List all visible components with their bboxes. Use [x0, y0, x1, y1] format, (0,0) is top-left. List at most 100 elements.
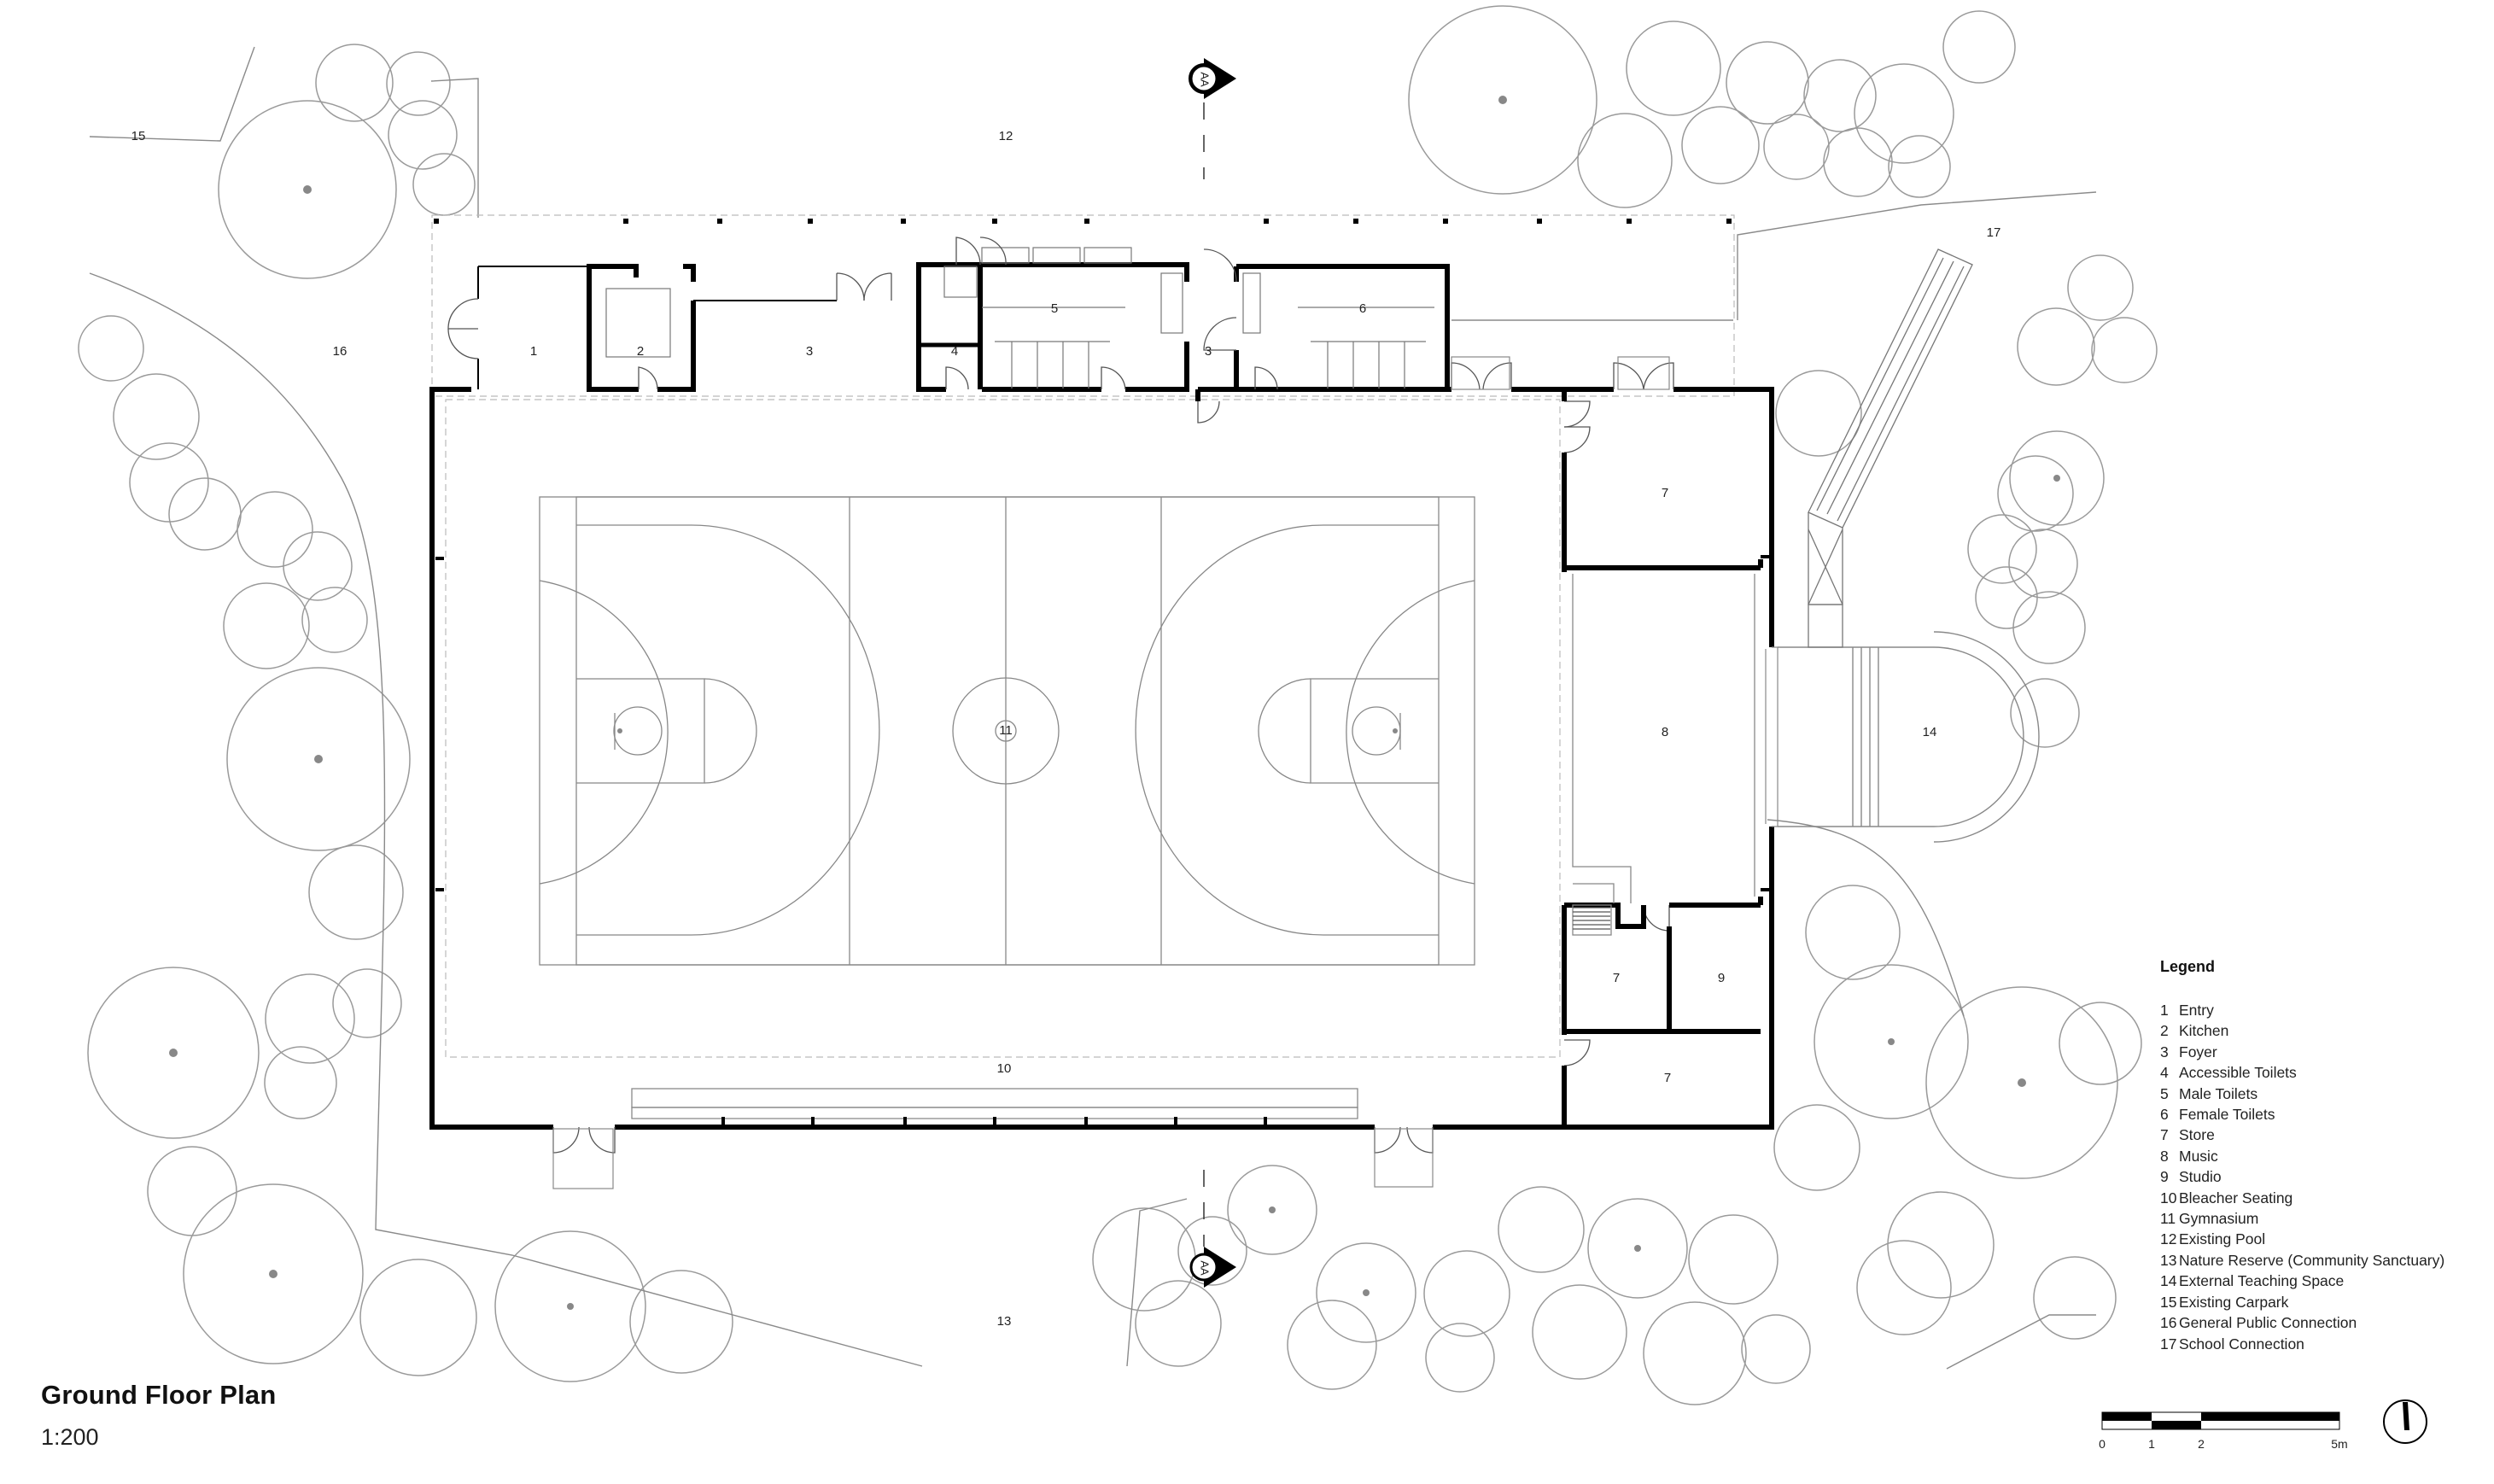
legend-item-number: 5: [2160, 1084, 2169, 1102]
label-foyer-west: 3: [806, 344, 813, 359]
legend-item-label: Music: [2179, 1147, 2218, 1165]
bleacher-seating: [631, 1088, 1358, 1119]
legend-item-number: 11: [2160, 1210, 2176, 1228]
legend-item-number: 10: [2160, 1189, 2177, 1206]
trees: [78, 5, 2158, 1405]
music-room-lines: [1572, 574, 1755, 936]
legend-item-number: 2: [2160, 1022, 2169, 1040]
scale-bar: 0 1 2 5m: [2099, 1411, 2348, 1451]
scale-tick-0: 0: [2099, 1437, 2106, 1451]
legend-item: 1 Entry: [2160, 1000, 2444, 1020]
legend-item-label: Nature Reserve (Community Sanctuary): [2179, 1251, 2445, 1269]
legend-item: 9 Studio: [2160, 1166, 2444, 1187]
label-teaching: 14: [1923, 725, 1937, 739]
north-arrow-icon: [2383, 1399, 2427, 1444]
label-store-mid: 7: [1613, 971, 1620, 985]
legend-item-number: 7: [2160, 1126, 2169, 1144]
legend-item-label: Existing Carpark: [2179, 1293, 2289, 1311]
legend-item: 6 Female Toilets: [2160, 1104, 2444, 1125]
east-rooms: [1562, 389, 1763, 1127]
label-public-connection: 16: [333, 344, 348, 359]
legend-item: 7 Store: [2160, 1125, 2444, 1145]
legend-item-label: Store: [2179, 1126, 2215, 1144]
label-store-south: 7: [1664, 1071, 1671, 1085]
stair-treads: [1573, 907, 1610, 930]
doors: [447, 237, 1674, 1154]
legend-item: 8 Music: [2160, 1146, 2444, 1166]
site-boundaries: [89, 46, 2097, 1370]
door-landings: [552, 356, 1670, 1189]
legend-item-number: 4: [2160, 1064, 2169, 1082]
legend-item-label: Foyer: [2179, 1043, 2217, 1060]
scale-tick-5m: 5m: [2331, 1437, 2347, 1451]
legend-item-number: 8: [2160, 1147, 2169, 1165]
legend-item-number: 13: [2160, 1251, 2177, 1269]
label-school-connection: 17: [1987, 225, 2001, 240]
section-label-south: AA: [1199, 1260, 1212, 1276]
external-teaching-space: [1778, 631, 2040, 843]
legend-item-number: 14: [2160, 1272, 2177, 1290]
legend-item-number: 9: [2160, 1168, 2169, 1186]
legend-item-label: Studio: [2179, 1168, 2222, 1186]
legend-item: 2 Kitchen: [2160, 1020, 2444, 1041]
legend-item-number: 16: [2160, 1314, 2177, 1332]
label-carpark: 15: [131, 129, 146, 143]
court-markings: [539, 496, 1475, 966]
label-entry: 1: [530, 344, 537, 359]
column-ticks: [434, 219, 1769, 1125]
label-reserve: 13: [997, 1314, 1012, 1329]
legend-item-label: Entry: [2179, 1002, 2214, 1019]
legend-item-label: Existing Pool: [2179, 1230, 2266, 1248]
section-label-north: AA: [1199, 72, 1212, 87]
section-marker-south: AA: [1189, 1170, 1236, 1288]
label-male-toilets: 5: [1051, 301, 1058, 316]
section-marker-north: AA: [1189, 58, 1236, 179]
drawing-title: Ground Floor Plan: [41, 1380, 277, 1410]
court-runoff-dashed: [445, 399, 1561, 1058]
legend-item: 3 Foyer: [2160, 1042, 2444, 1062]
label-gymnasium: 11: [999, 723, 1013, 738]
legend-item-number: 17: [2160, 1335, 2177, 1353]
label-accessible-toilets: 4: [951, 344, 958, 359]
legend-item-label: Female Toilets: [2179, 1106, 2275, 1124]
label-store-north: 7: [1662, 486, 1668, 500]
school-connection-ramp: [1808, 248, 1973, 648]
label-bleacher: 10: [997, 1061, 1012, 1076]
legend-item-number: 3: [2160, 1043, 2169, 1060]
legend-item-number: 12: [2160, 1230, 2177, 1248]
hoop-dots: [617, 728, 1398, 733]
legend-item-label: General Public Connection: [2179, 1314, 2357, 1332]
label-female-toilets: 6: [1359, 301, 1366, 316]
north-wing: [477, 262, 1450, 392]
gym-walls: [429, 387, 1774, 1130]
scale-tick-1: 1: [2148, 1437, 2155, 1451]
label-foyer-east: 3: [1205, 344, 1212, 359]
legend-item-label: School Connection: [2179, 1335, 2304, 1353]
tree-centres: [169, 96, 2060, 1310]
east-openings: [1765, 646, 1779, 827]
room-labels: 1 2 3 4 5 3 6 7 8 7 9 7 10 11 12 13 14 1…: [131, 129, 2001, 1329]
drawing-scale: 1:200: [41, 1424, 99, 1450]
label-music: 8: [1662, 725, 1668, 739]
label-pool: 12: [999, 129, 1013, 143]
legend-item-number: 6: [2160, 1106, 2169, 1124]
canopy-outline: [431, 214, 1735, 397]
legend-item-label: External Teaching Space: [2179, 1272, 2345, 1290]
scale-tick-2: 2: [2198, 1437, 2205, 1451]
legend-item-label: Gymnasium: [2179, 1210, 2259, 1228]
legend-item-label: Kitchen: [2179, 1022, 2229, 1040]
legend-item-number: 1: [2160, 1002, 2169, 1019]
